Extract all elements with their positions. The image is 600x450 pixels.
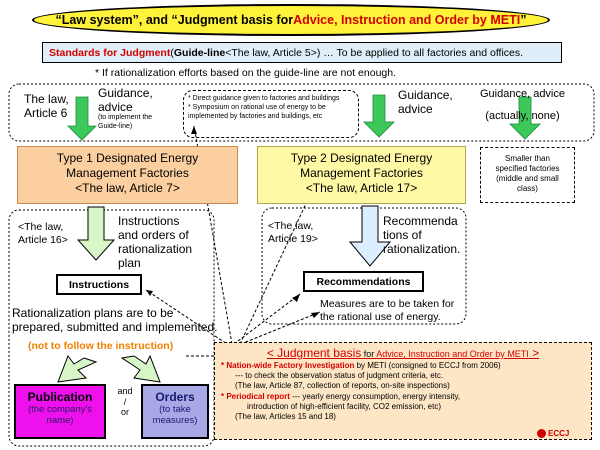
title-part3: ” xyxy=(520,13,527,27)
guidance-list-item-1: * Direct guidance given to factories and… xyxy=(188,95,340,102)
type2-box: Type 2 Designated Energy Management Fact… xyxy=(257,146,466,204)
law-article19: <The law, Article 19> xyxy=(268,220,318,245)
judgment-item2-red: * Periodical report xyxy=(221,391,290,401)
publication-box: Publication (the company's name) xyxy=(14,384,106,439)
judgment-title-end: > xyxy=(528,346,540,360)
diagram-title: “Law system”, and “Judgment basis for Ad… xyxy=(32,4,550,36)
title-part2: Advice, Instruction and Order by METI xyxy=(293,13,521,27)
judgment-title: < Judgment basis for Advice, Instruction… xyxy=(221,346,585,361)
law-article6: The law, Article 6 xyxy=(24,92,69,120)
publication-title: Publication xyxy=(27,390,93,404)
type1-region xyxy=(8,209,215,447)
guidance-list-item-2: * Symposium on rational use of energy to… xyxy=(188,104,326,120)
type1-line3: <The law, Article 7> xyxy=(75,181,180,195)
type2-line1: Type 2 Designated Energy xyxy=(290,151,433,165)
title-part1: “Law system”, and “Judgment basis for xyxy=(55,13,294,27)
arrow-guidance-type2 xyxy=(363,94,395,138)
recommendations-box: Recommendations xyxy=(303,271,424,292)
line-judgment-measures xyxy=(235,311,321,347)
orders-title: Orders xyxy=(155,390,195,404)
rationalization-plans-text: Rationalization plans are to be prepared… xyxy=(12,306,218,334)
judgment-item2-line2: introduction of high-efficient facility,… xyxy=(247,401,442,411)
implement-guideline: (to implement the Guide-line) xyxy=(98,114,153,130)
standards-rest2: <The law, Article 5>) … To be applied to… xyxy=(225,46,524,59)
line-judgment-instructions xyxy=(145,289,231,347)
orders-box: Orders (to take measures) xyxy=(141,384,209,439)
logo-mark-icon xyxy=(537,429,546,439)
standards-rest1: ( xyxy=(170,46,174,59)
judgment-title-red: Advice, Instruction and Order by METI xyxy=(376,349,529,359)
recommendations-of-text: Recommenda tions of rationalization. xyxy=(383,214,461,256)
guidance-region xyxy=(8,83,595,142)
line-judgment-type2 xyxy=(239,192,312,345)
arrow-guidance-type1 xyxy=(67,96,97,141)
guideline-label: Guide-line xyxy=(173,46,226,59)
type1-line2: Management Factories xyxy=(66,166,189,180)
line-judgment-guidelist xyxy=(193,125,233,345)
judgment-item1-line2: --- to check the observation status of j… xyxy=(235,371,444,381)
guidance-advice-2: Guidance, advice xyxy=(398,88,453,116)
judgment-item1-line3: (The law, Article 87, collection of repo… xyxy=(235,381,450,391)
publication-sub: (the company's name) xyxy=(27,404,93,426)
logo-text: ECCJ xyxy=(548,429,570,438)
smaller-factories-box: Smaller than specified factories (middle… xyxy=(480,147,575,203)
arrow-type2-recommendations xyxy=(348,205,392,267)
type1-line1: Type 1 Designated Energy xyxy=(56,151,199,165)
type2-line3: <The law, Article 17> xyxy=(305,181,418,195)
law-article16: <The law, Article 16> xyxy=(18,221,68,246)
judgment-basis-box: < Judgment basis for Advice, Instruction… xyxy=(214,342,592,440)
measures-text: Measures are to be taken for the rationa… xyxy=(320,298,455,323)
type2-line2: Management Factories xyxy=(300,166,423,180)
judgment-item1-rest: by METI (consigned to ECCJ from 2006) xyxy=(354,361,501,370)
type1-box: Type 1 Designated Energy Management Fact… xyxy=(17,146,238,204)
arrow-to-publication xyxy=(57,354,98,383)
judgment-title-for: for xyxy=(361,349,377,359)
standards-box: Standards for Judgment (Guide-line <The … xyxy=(42,42,562,63)
arrow-to-orders xyxy=(120,354,161,383)
rationalization-note: * If rationalization efforts based on th… xyxy=(95,67,397,79)
line-judgment-recommendations xyxy=(233,293,301,345)
not-follow-text: (not to follow the instruction) xyxy=(28,340,174,352)
orders-sub: (to take measures) xyxy=(152,404,198,426)
eccj-logo: ECCJ xyxy=(537,429,570,439)
judgment-title-main: < Judgment basis xyxy=(266,346,362,360)
judgment-item1-red: * Nation-wide Factory Investigation xyxy=(221,361,355,370)
judgment-item2-line3: (The law, Articles 15 and 18) xyxy=(235,412,336,422)
judgment-item2-rest: --- yearly energy consumption, energy in… xyxy=(289,391,461,401)
arrow-type1-instructions xyxy=(76,206,116,261)
guidance-advice-1: Guidance, advice xyxy=(98,86,153,114)
arrow-guidance-smaller xyxy=(509,96,541,140)
guidance-list-box: * Direct guidance given to factories and… xyxy=(183,90,359,138)
guidance-advice-none: Guidance, advice (actually, none) xyxy=(480,88,565,122)
standards-label: Standards for Judgment xyxy=(49,46,171,59)
judgment-item2: * Periodical report --- yearly energy co… xyxy=(221,392,585,402)
and-or-text: and / or xyxy=(117,386,133,417)
instructions-box: Instructions xyxy=(56,274,142,295)
instructions-orders-text: Instructions and orders of rationalizati… xyxy=(118,214,193,270)
judgment-item1: * Nation-wide Factory Investigation by M… xyxy=(221,361,585,371)
